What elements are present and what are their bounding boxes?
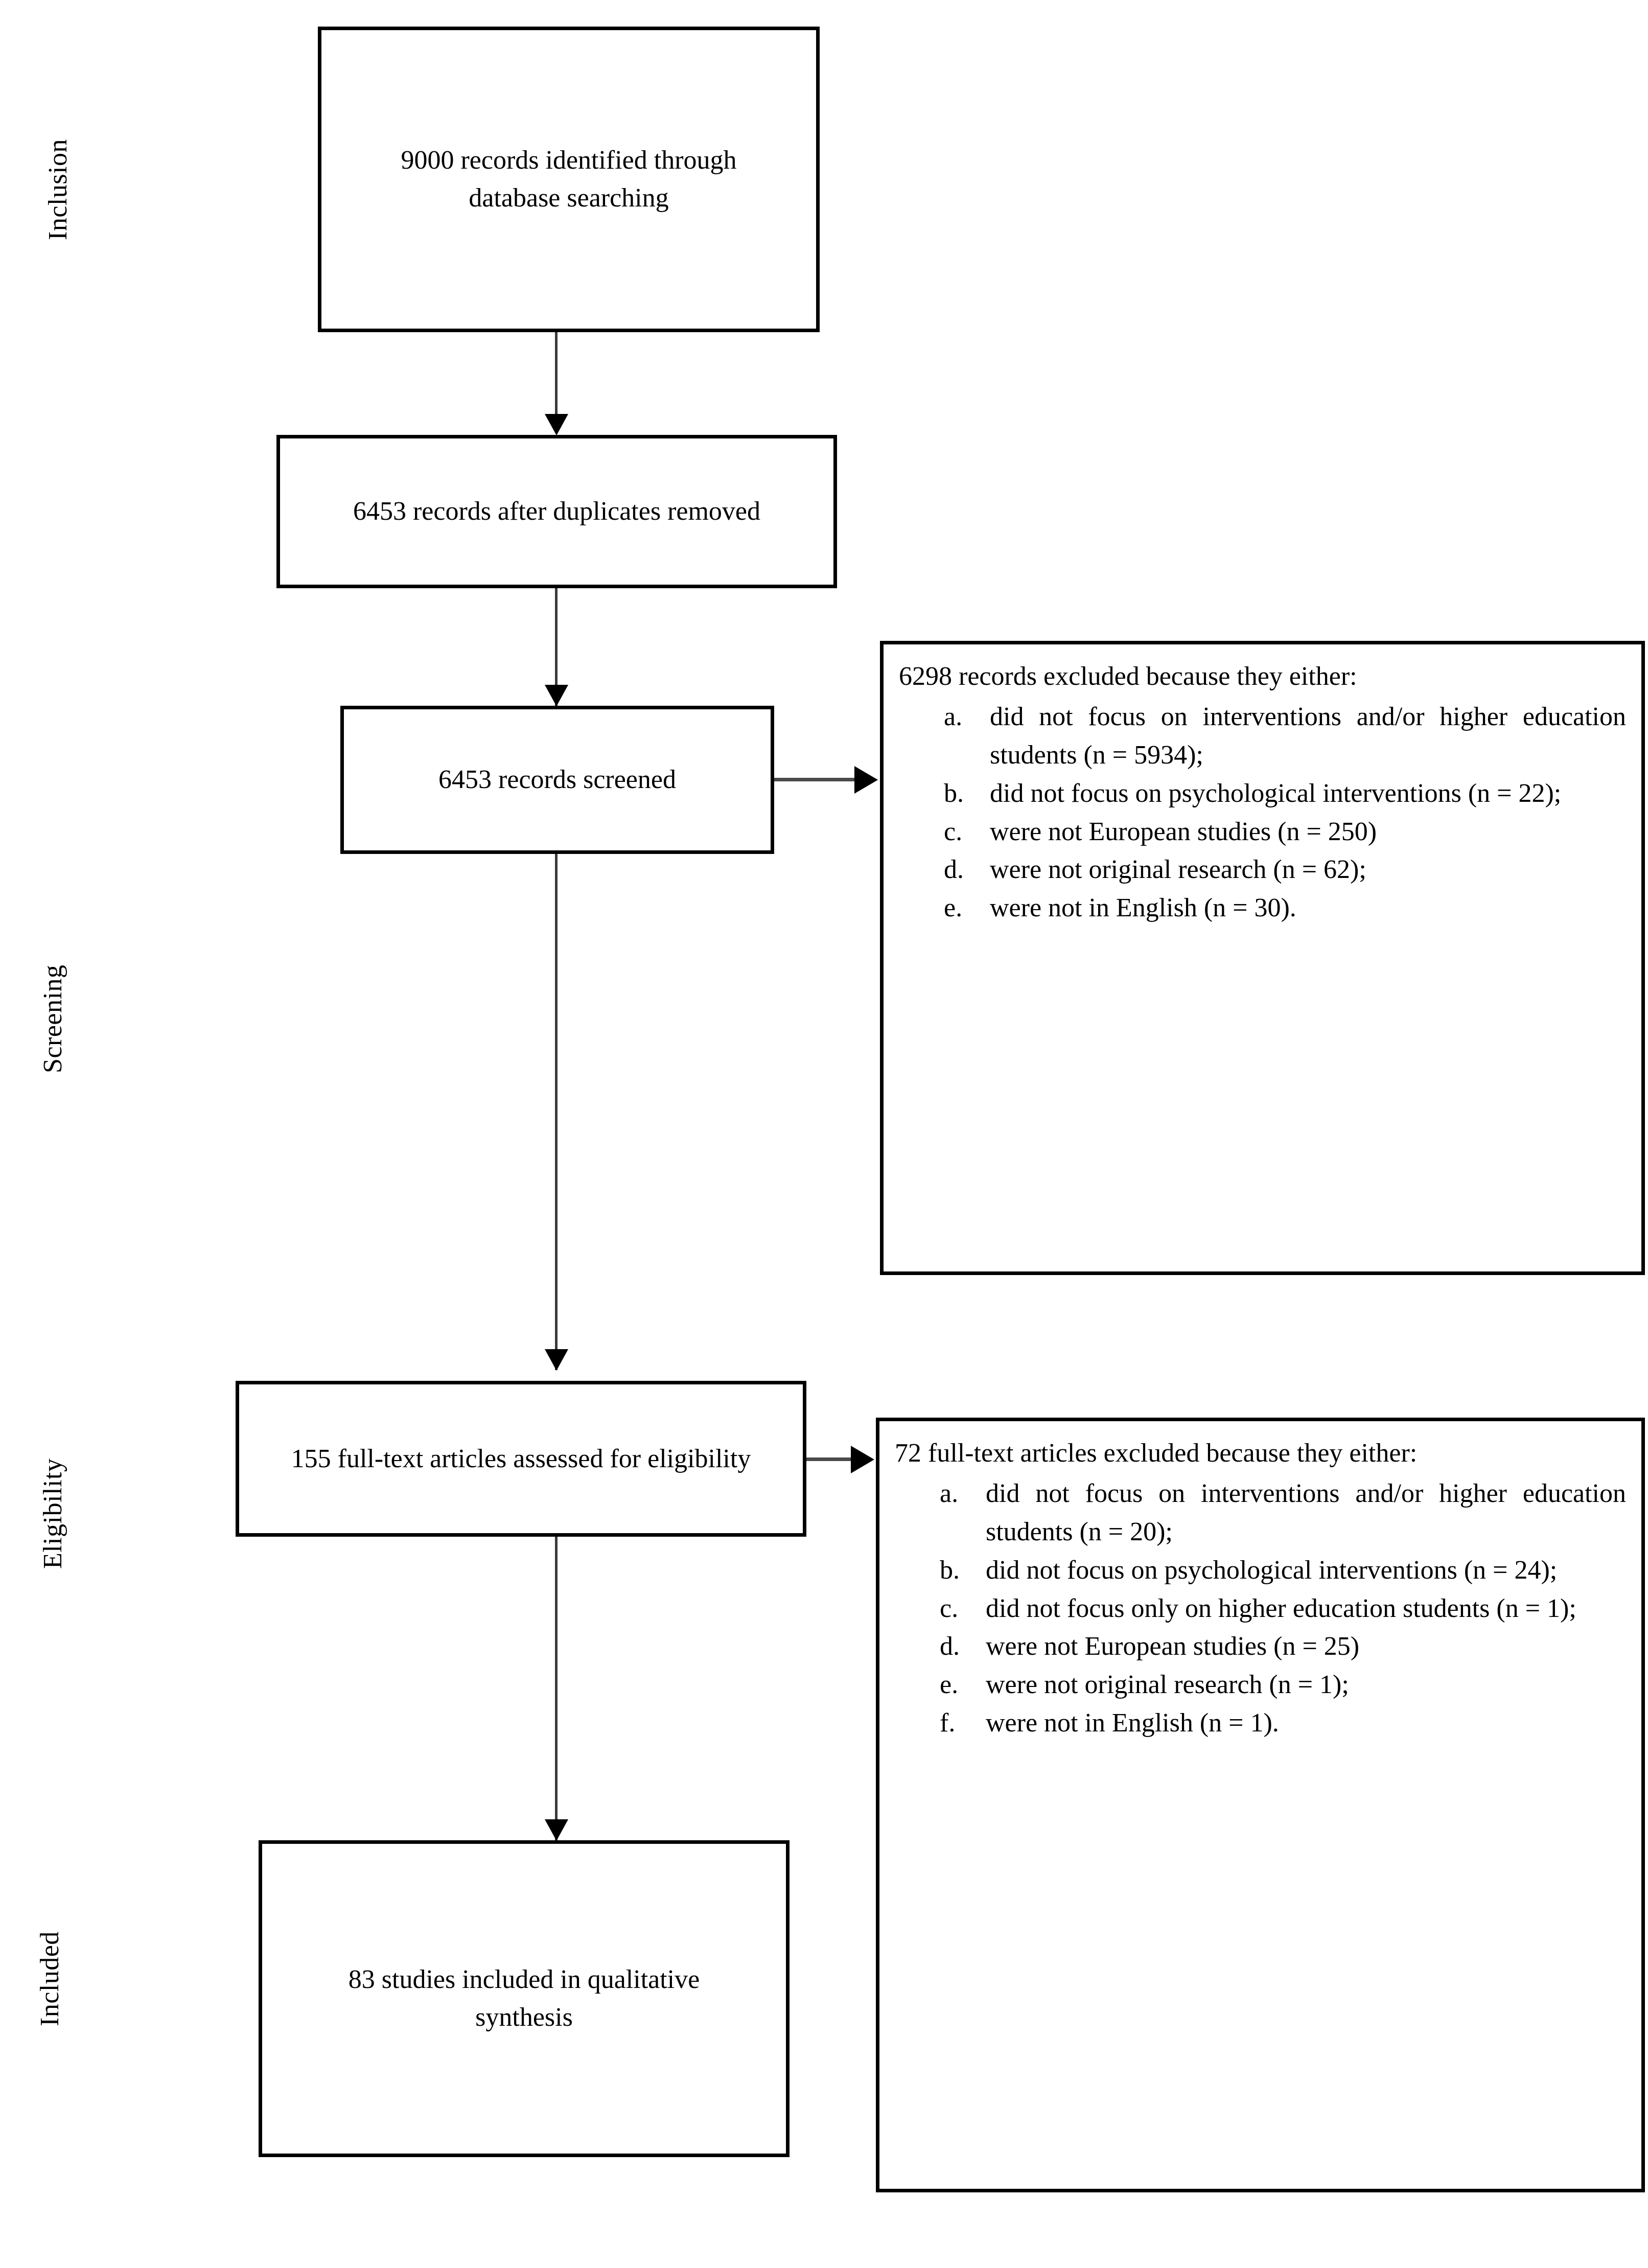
stage-label-eligibility: Eligibility — [38, 1458, 67, 1569]
exclusion-box-fulltext-excluded: 72 full-text articles excluded because t… — [876, 1418, 1645, 2192]
list-item-text: were not in English (n = 1). — [986, 1708, 1279, 1738]
arrow-screened-to-excluded — [854, 766, 878, 794]
box-records-screened: 6453 records screened — [340, 706, 774, 854]
exclusion-records-excluded-heading: 6298 records excluded because they eithe… — [899, 662, 1357, 691]
arrow-screened-to-fulltext — [545, 1349, 568, 1371]
connector-fulltext-to-included — [555, 1537, 558, 1843]
list-marker: e. — [940, 1670, 959, 1700]
exclusion-fulltext-excluded-heading: 72 full-text articles excluded because t… — [895, 1439, 1418, 1468]
connector-fulltext-to-excluded — [806, 1457, 863, 1461]
stage-label-screening: Screening — [38, 964, 67, 1073]
arrow-duplicates-to-screened — [545, 685, 568, 706]
exclusion-list-item: d. were not European studies (n = 25) — [895, 1628, 1626, 1666]
arrow-fulltext-to-excluded — [851, 1446, 874, 1473]
arrow-identified-to-duplicates — [545, 414, 568, 435]
list-item-text: did not focus on psychological intervent… — [990, 778, 1562, 808]
list-marker: b. — [944, 778, 964, 808]
list-item-text: were not European studies (n = 25) — [986, 1632, 1360, 1661]
list-marker: e. — [944, 893, 963, 923]
connector-screened-to-excluded — [774, 778, 856, 781]
exclusion-list-item: f. were not in English (n = 1). — [895, 1704, 1626, 1743]
list-marker: d. — [940, 1632, 960, 1661]
exclusion-list-item: a. did not focus on interventions and/or… — [899, 698, 1626, 775]
list-marker: c. — [944, 817, 963, 846]
exclusion-list-item: c. were not European studies (n = 250) — [899, 813, 1626, 851]
list-marker: a. — [940, 1478, 959, 1508]
list-item-text: were not European studies (n = 250) — [990, 817, 1377, 846]
box-fulltext-assessed-text: 155 full-text articles assessed for elig… — [291, 1444, 751, 1473]
exclusion-list-item: a. did not focus on interventions and/or… — [895, 1475, 1626, 1552]
stage-label-included: Included — [35, 1931, 64, 2026]
exclusion-list-item: d. were not original research (n = 62); — [899, 851, 1626, 889]
connector-identified-to-duplicates — [555, 332, 558, 424]
list-item-text: did not focus only on higher education s… — [986, 1593, 1576, 1623]
list-marker: a. — [944, 702, 963, 731]
box-duplicates-removed: 6453 records after duplicates removed — [276, 435, 837, 588]
list-item-text: did not focus on interventions and/or hi… — [990, 702, 1626, 770]
list-marker: d. — [944, 855, 964, 885]
exclusion-list-item: e. were not original research (n = 1); — [895, 1666, 1626, 1704]
connector-screened-to-fulltext — [555, 854, 558, 1370]
connector-duplicates-to-screened — [555, 588, 558, 711]
list-marker: c. — [940, 1593, 959, 1623]
list-item-text: were not in English (n = 30). — [990, 893, 1296, 923]
box-fulltext-assessed: 155 full-text articles assessed for elig… — [236, 1381, 806, 1537]
list-item-text: did not focus on psychological intervent… — [986, 1555, 1558, 1585]
exclusion-box-records-excluded: 6298 records excluded because they eithe… — [880, 641, 1645, 1275]
exclusion-records-excluded-list: a. did not focus on interventions and/or… — [899, 698, 1626, 928]
exclusion-list-item: c. did not focus only on higher educatio… — [895, 1590, 1626, 1628]
box-records-identified-text: 9000 records identified through database… — [401, 146, 737, 213]
box-duplicates-removed-text: 6453 records after duplicates removed — [353, 497, 760, 526]
list-marker: b. — [940, 1555, 960, 1585]
exclusion-list-item: b. did not focus on psychological interv… — [895, 1552, 1626, 1590]
exclusion-list-item: b. did not focus on psychological interv… — [899, 775, 1626, 813]
exclusion-list-item: e. were not in English (n = 30). — [899, 889, 1626, 928]
box-studies-included: 83 studies included in qualitative synth… — [259, 1840, 790, 2157]
list-item-text: were not original research (n = 62); — [990, 855, 1366, 885]
list-item-text: were not original research (n = 1); — [986, 1670, 1349, 1700]
list-item-text: did not focus on interventions and/or hi… — [986, 1478, 1626, 1546]
exclusion-fulltext-excluded-list: a. did not focus on interventions and/or… — [895, 1475, 1626, 1743]
arrow-fulltext-to-included — [545, 1819, 568, 1841]
box-studies-included-text: 83 studies included in qualitative synth… — [348, 1965, 700, 2032]
box-records-identified: 9000 records identified through database… — [318, 27, 820, 332]
stage-label-inclusion: Inclusion — [43, 138, 73, 240]
box-records-screened-text: 6453 records screened — [438, 765, 676, 795]
list-marker: f. — [940, 1708, 956, 1738]
